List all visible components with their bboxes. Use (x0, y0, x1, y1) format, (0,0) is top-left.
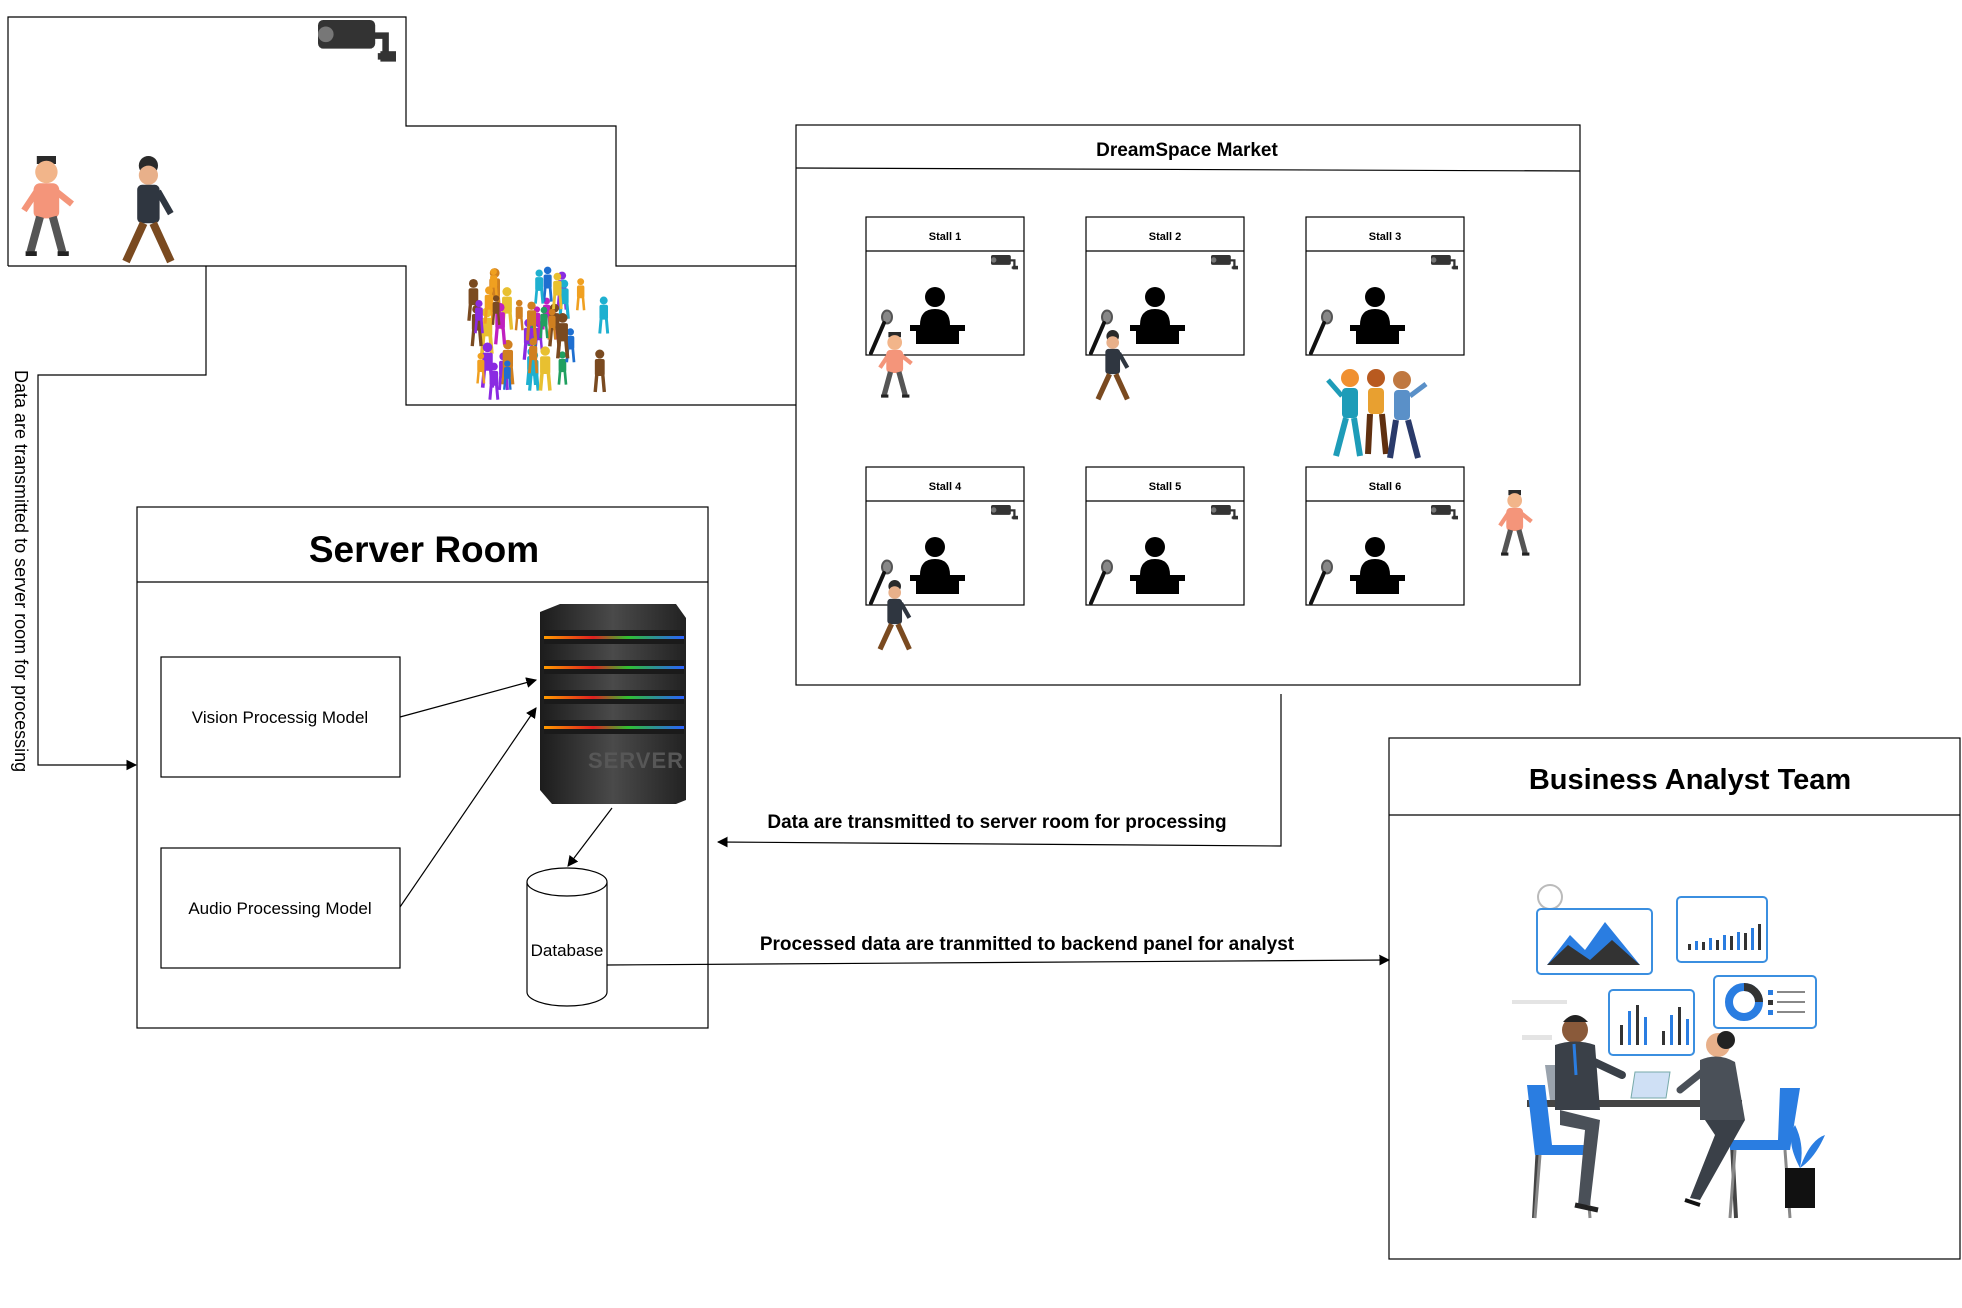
dashboard-bar (1688, 944, 1691, 950)
market-to-server-arrow (716, 694, 1282, 848)
crowd-person-icon (547, 308, 557, 340)
crowd-person-icon (503, 360, 512, 390)
crowd-person-icon (575, 278, 586, 311)
dashboard-bar (1716, 940, 1719, 950)
server-rack-icon: SERVER (540, 604, 686, 804)
crowd-person-icon (489, 268, 499, 300)
dashboard-bar (1709, 938, 1712, 950)
crowd-person-icon (539, 306, 549, 339)
vision-model-label: Vision Processig Model (192, 708, 368, 727)
market-panel: DreamSpace Market (795, 124, 1581, 686)
server-room-panel: Server Room (136, 506, 709, 1029)
business-team-panel: Business Analyst Team (1388, 737, 1961, 1260)
database-label: Database (531, 941, 604, 960)
crowd-person-icon (557, 351, 568, 385)
shopper-icon (1500, 490, 1532, 554)
crowd-person-icon (552, 272, 563, 310)
dashboard-bar (1686, 1019, 1689, 1045)
crowd-person-icon (593, 349, 607, 393)
corridor-cctv-icon (318, 20, 396, 62)
stall-5: Stall 5 (1085, 466, 1245, 606)
walking-woman-icon (126, 156, 171, 262)
entrance-corridor (7, 16, 796, 771)
audio-to-server-arrow (399, 707, 537, 908)
dashboard-bar (1670, 1015, 1673, 1045)
crowd-person-icon (556, 313, 570, 359)
stall-label: Stall 6 (1369, 481, 1401, 493)
dashboard-bar (1730, 936, 1733, 950)
dashboard-bar (1620, 1025, 1623, 1045)
walking-man-icon (24, 156, 72, 254)
dashboard-bar (1702, 942, 1705, 950)
market-title: DreamSpace Market (1096, 140, 1278, 161)
vision-model-box: Vision Processig Model (160, 656, 401, 778)
stall-label: Stall 3 (1369, 231, 1401, 243)
audio-model-label: Audio Processing Model (188, 899, 371, 918)
crowd-person-icon (474, 300, 484, 334)
dashboard-bar (1737, 932, 1740, 950)
dashboard-bar (1662, 1031, 1665, 1045)
dashboard-bar (1678, 1007, 1681, 1045)
stall-label: Stall 1 (929, 231, 961, 243)
crowd-person-icon (525, 301, 538, 341)
stall-label: Stall 2 (1149, 231, 1181, 243)
crowd-person-icon (538, 346, 552, 391)
audio-model-box: Audio Processing Model (160, 847, 401, 969)
market-to-server-label: Data are transmitted to server room for … (767, 812, 1226, 833)
server-to-db-arrow (567, 807, 613, 867)
dashboard-bar (1628, 1011, 1631, 1045)
left-data-arrow (37, 266, 207, 771)
server-room-title: Server Room (309, 529, 539, 570)
stall-label: Stall 4 (929, 481, 962, 493)
db-to-panel-label: Processed data are tranmitted to backend… (760, 934, 1295, 955)
stall-3: Stall 3 (1305, 216, 1465, 356)
dashboard-bar (1723, 935, 1726, 950)
analyst-meeting-icon (1512, 884, 1825, 1219)
crowd-person-icon (476, 352, 486, 384)
crowd-icon (467, 266, 610, 400)
db-to-panel-arrow (606, 954, 1391, 966)
server-text: SERVER (588, 748, 684, 773)
dashboard-bar (1751, 928, 1754, 950)
crowd-person-icon (542, 266, 553, 302)
crowd-person-icon (598, 296, 610, 334)
vision-to-server-arrow (399, 677, 538, 718)
left-vertical-label: Data are transmitted to server room for … (11, 370, 31, 772)
business-team-title: Business Analyst Team (1529, 764, 1851, 796)
dashboard-bar (1644, 1017, 1647, 1045)
friends-group-icon (1326, 369, 1428, 459)
dashboard-bar (1744, 933, 1747, 950)
stall-6: Stall 6 (1305, 466, 1465, 606)
crowd-person-icon (491, 295, 501, 325)
dashboard-bar (1758, 924, 1761, 950)
crowd-person-icon (514, 299, 524, 331)
stall-label: Stall 5 (1149, 481, 1181, 493)
database-cylinder-icon: Database (526, 867, 608, 1007)
crowd-person-icon (534, 269, 545, 304)
dashboard-bar (1695, 941, 1698, 950)
dashboard-bar (1636, 1005, 1639, 1045)
